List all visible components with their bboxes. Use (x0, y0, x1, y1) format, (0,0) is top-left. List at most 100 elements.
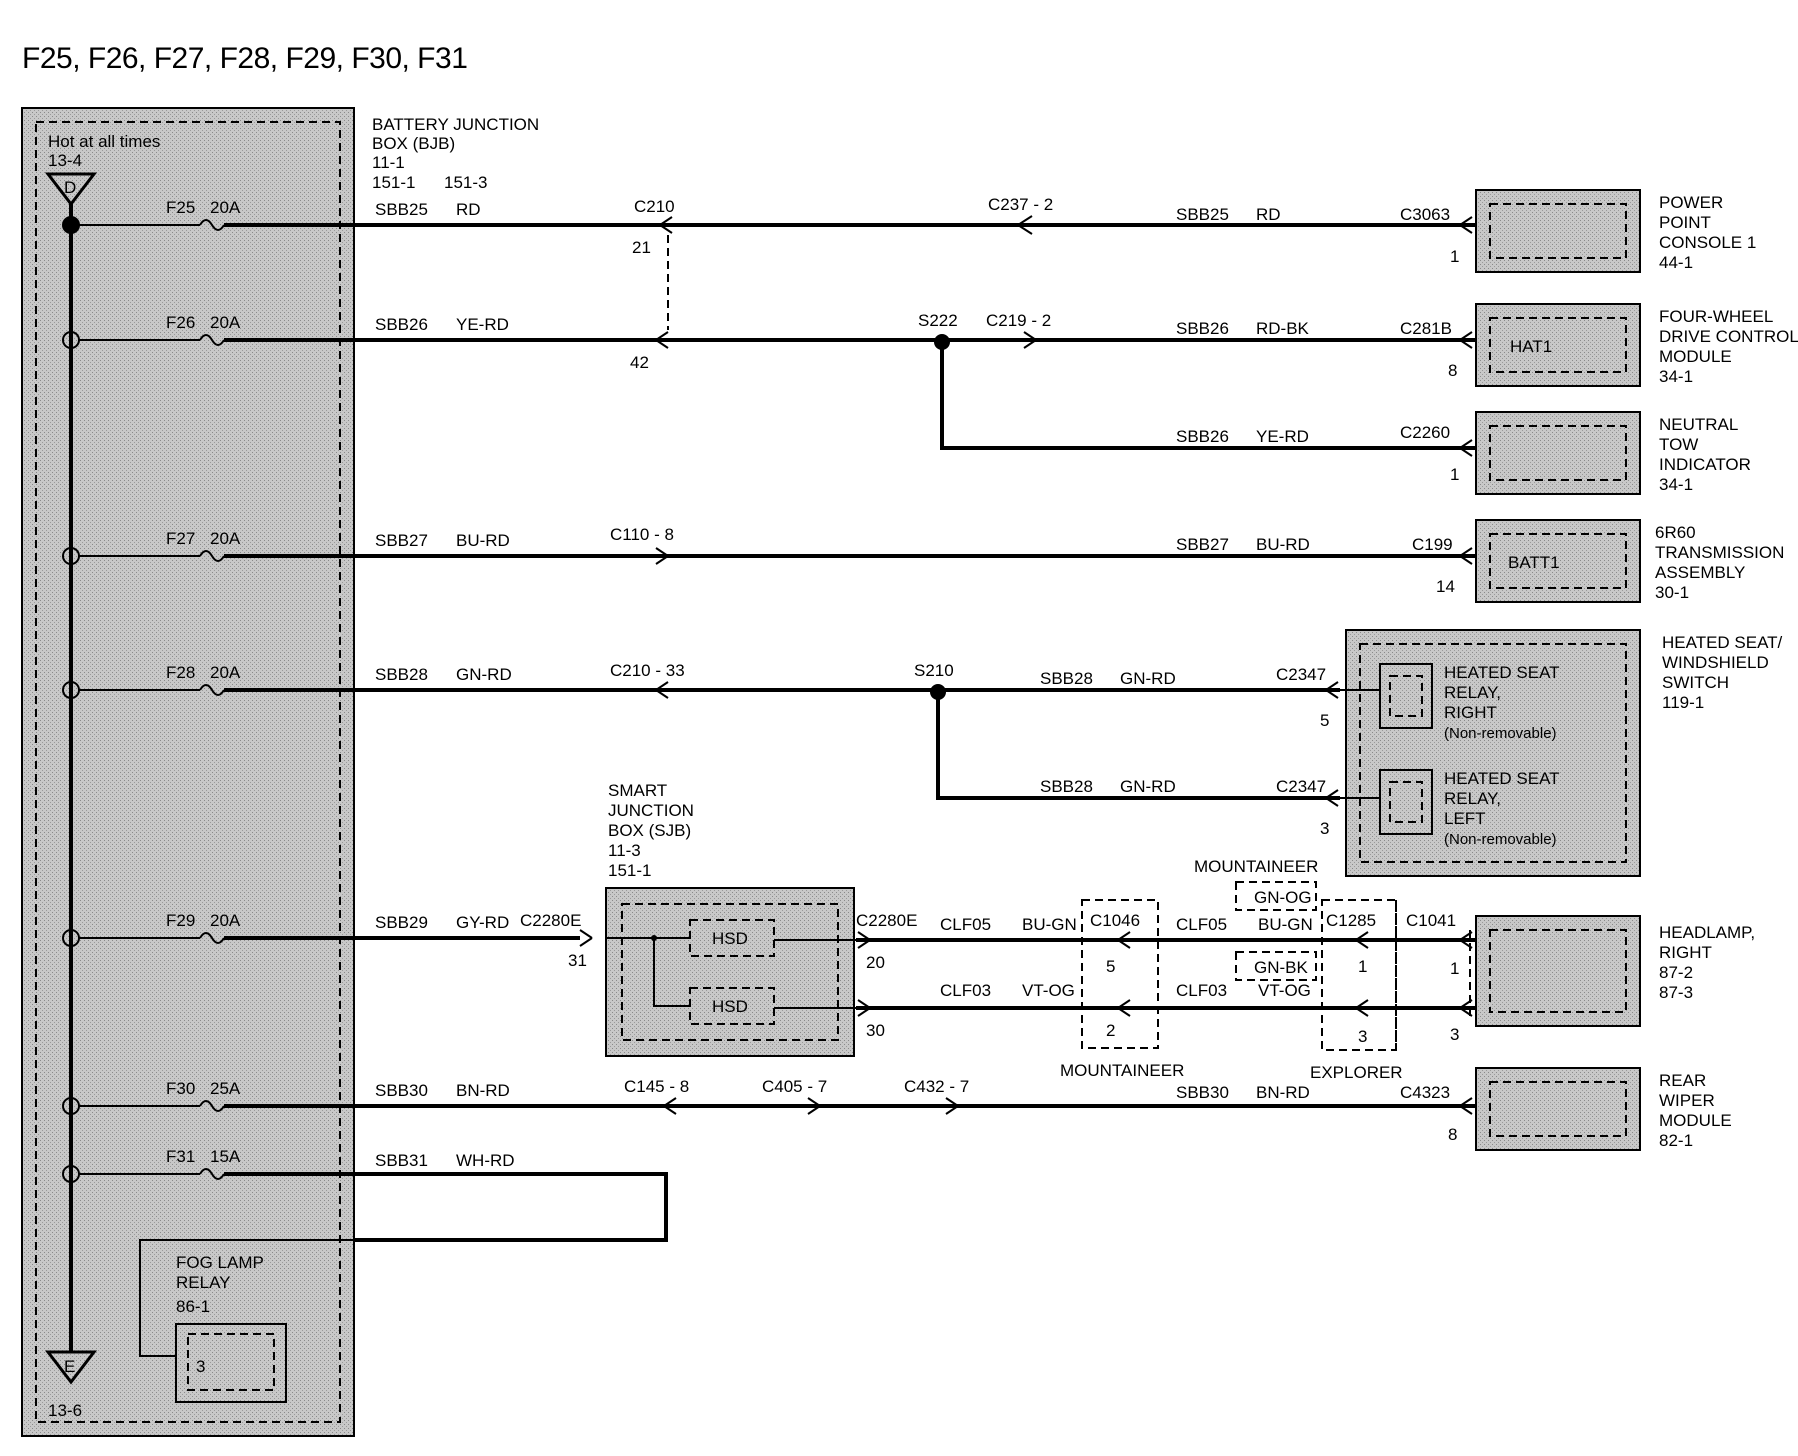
f29-color-label: GY-RD (456, 913, 509, 932)
c4323-connector-icon (1459, 1097, 1473, 1115)
f26-color-label: YE-RD (456, 315, 509, 334)
f25-color-label: RD (456, 200, 481, 219)
hl-a2-color: BU-GN (1258, 915, 1313, 934)
four-wheel-drive-module (1475, 303, 1641, 387)
headlamp-ref1: 87-2 (1659, 963, 1693, 982)
neutral-tow-wire (940, 342, 1475, 450)
relay-left-label1: HEATED SEAT (1444, 769, 1560, 788)
bjb-bottom-ref: 13-6 (48, 1401, 82, 1420)
f28-color-label: GN-RD (456, 665, 512, 684)
fuse-id-label: F31 (166, 1147, 195, 1166)
relay-right-label3: RIGHT (1444, 703, 1497, 722)
f29-circuit-label: SBB29 (375, 913, 428, 932)
c237-label: C237 - 2 (988, 195, 1053, 214)
f30-right-circuit-label: SBB30 (1176, 1083, 1229, 1102)
hsd1-label: HSD (712, 929, 748, 948)
bjb-ref2: 151-1 (372, 173, 415, 192)
c3063-label: C3063 (1400, 205, 1450, 224)
f28-circuit-label: SBB28 (375, 665, 428, 684)
c432-label: C432 - 7 (904, 1077, 969, 1096)
c2260-label: C2260 (1400, 423, 1450, 442)
fuse-id-label: F28 (166, 663, 195, 682)
f27-color-label: BU-RD (456, 531, 510, 550)
rear-wiper-label1: REAR (1659, 1071, 1706, 1090)
sjb-label3: BOX (SJB) (608, 821, 691, 840)
c2280e-out-b-icon (857, 999, 871, 1017)
c145-label: C145 - 8 (624, 1077, 689, 1096)
f28-r1-color-label: GN-RD (1120, 669, 1176, 688)
c1046-pin2: 2 (1106, 1021, 1115, 1040)
mountaineer-bottom-label: MOUNTAINEER (1060, 1061, 1184, 1080)
fwd-pin-name: HAT1 (1510, 337, 1552, 356)
f25-circuit-label: SBB25 (375, 200, 428, 219)
power-point-module (1475, 189, 1641, 273)
c405-connector-icon (807, 1097, 821, 1115)
explorer-label: EXPLORER (1310, 1063, 1403, 1082)
headlamp-label2: RIGHT (1659, 943, 1712, 962)
fuse-rating-label: 20A (210, 529, 241, 548)
hl-b2-circuit: CLF03 (1176, 981, 1227, 1000)
neutral-label2: TOW (1659, 435, 1698, 454)
fwd-label1: FOUR-WHEEL (1659, 307, 1773, 326)
relay-left-label2: RELAY, (1444, 789, 1501, 808)
alt-color-a-box (1235, 881, 1317, 911)
c2280e-in-label: C2280E (520, 911, 581, 930)
fwd-label3: MODULE (1659, 347, 1732, 366)
fuse-icon (199, 684, 225, 696)
c2347a-label: C2347 (1276, 665, 1326, 684)
c1041-pin3: 3 (1450, 1025, 1459, 1044)
fuse-icon (199, 219, 225, 231)
trans-ref: 30-1 (1655, 583, 1689, 602)
bjb-ref1: 11-1 (372, 153, 405, 172)
f28-r1-circuit-label: SBB28 (1040, 669, 1093, 688)
c1041-label: C1041 (1406, 911, 1456, 930)
c199-label: C199 (1412, 535, 1453, 554)
c281b-pin: 8 (1448, 361, 1457, 380)
terminal-e-label: E (64, 1357, 75, 1376)
f25-right-circuit-label: SBB25 (1176, 205, 1229, 224)
c2280e-pin30: 30 (866, 1021, 885, 1040)
ntl-circuit-label: SBB26 (1176, 427, 1229, 446)
sjb-ref1: 11-3 (608, 841, 641, 860)
alt-color-b-box (1235, 951, 1317, 981)
battery-junction-box (21, 107, 355, 1437)
fuse-id-label: F29 (166, 911, 195, 930)
heated-seat-label2: WINDSHIELD (1662, 653, 1769, 672)
c210-33-label: C210 - 33 (610, 661, 685, 680)
power-point-ref: 44-1 (1659, 253, 1693, 272)
relay-left-label3: LEFT (1444, 809, 1486, 828)
c432-connector-icon (945, 1097, 959, 1115)
fuse-rating-label: 20A (210, 663, 241, 682)
c1285-label: C1285 (1326, 911, 1376, 930)
c210-pin42: 42 (630, 353, 649, 372)
relay-right-label1: HEATED SEAT (1444, 663, 1560, 682)
fuse-icon (199, 550, 225, 562)
rear-wiper-label2: WIPER (1659, 1091, 1715, 1110)
mountaineer-top-label: MOUNTAINEER (1194, 857, 1318, 876)
rear-wiper-label3: MODULE (1659, 1111, 1732, 1130)
c210-label: C210 (634, 197, 675, 216)
fuse-icon (199, 1168, 225, 1180)
f30-right-color-label: BN-RD (1256, 1083, 1310, 1102)
fuse-icon (199, 334, 225, 346)
hl-a1-circuit: CLF05 (940, 915, 991, 934)
relay-left-box (1379, 769, 1433, 835)
fog-relay-pin: 3 (196, 1357, 205, 1376)
f27-circuit-label: SBB27 (375, 531, 428, 550)
rear-wiper-module (1475, 1067, 1641, 1151)
fuse-rating-label: 15A (210, 1147, 241, 1166)
c2280e-in-pin: 31 (568, 951, 587, 970)
c2260-connector-icon (1459, 439, 1473, 457)
c281b-connector-icon (1459, 331, 1473, 349)
c1046-pin5: 5 (1106, 957, 1115, 976)
c2347b-connector-icon (1325, 789, 1339, 807)
f30-color-label: BN-RD (456, 1081, 510, 1100)
relay-right-label4: (Non-removable) (1444, 725, 1557, 742)
trans-label3: ASSEMBLY (1655, 563, 1745, 582)
relay-right-box (1379, 663, 1433, 729)
